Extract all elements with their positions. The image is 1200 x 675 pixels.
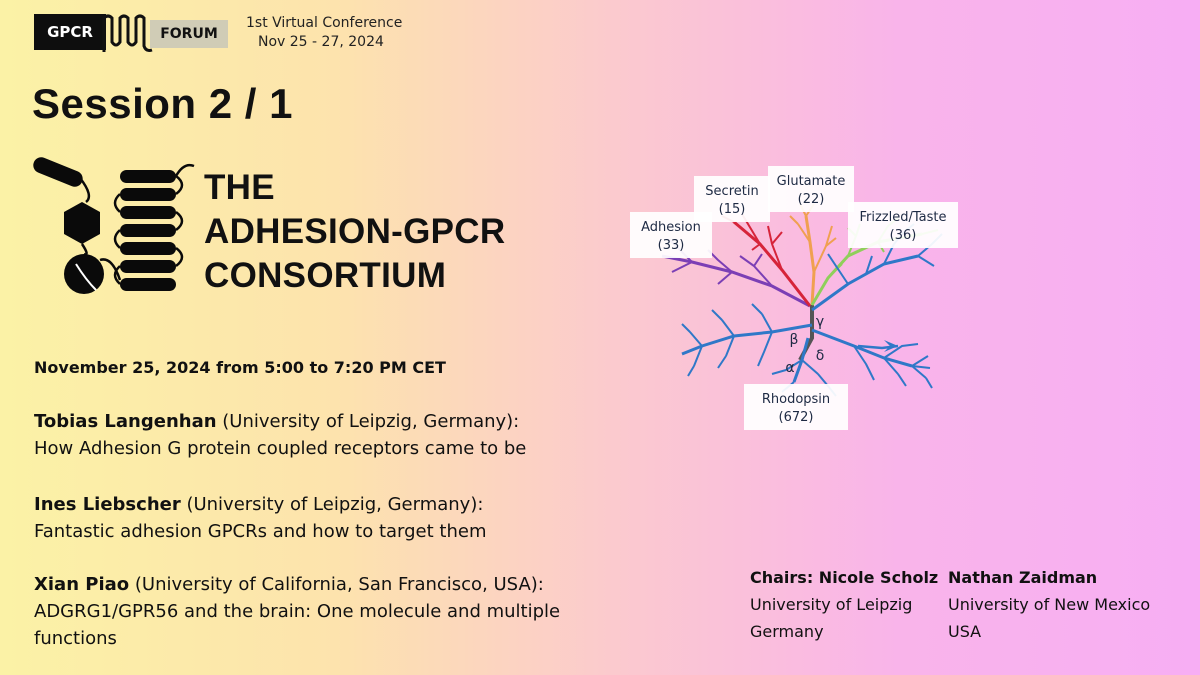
tree-greek-label: α <box>785 360 794 376</box>
conference-name: 1st Virtual Conference <box>246 15 403 31</box>
talk-title: Fantastic adhesion GPCRs and how to targ… <box>34 521 487 542</box>
talk-title: ADGRG1/GPR56 and the brain: One molecule… <box>34 601 561 649</box>
conference-dates: Nov 25 - 27, 2024 <box>258 34 384 50</box>
tree-greek-label: β <box>790 332 799 348</box>
svg-text:(36): (36) <box>890 228 917 243</box>
logo-left-text: GPCR <box>34 14 106 50</box>
logo-right-text: FORUM <box>150 20 228 48</box>
session-title: Session 2 / 1 <box>32 80 293 127</box>
tree-label-rhodopsin: Rhodopsin (672) <box>744 384 848 430</box>
speaker-affiliation: (University of California, San Francisco… <box>129 574 544 595</box>
secretin-branch <box>721 213 812 307</box>
speaker-affiliation: (University of Leipzig, Germany): <box>180 494 484 515</box>
chair-country: Germany <box>750 622 824 641</box>
gpcr-forum-logo: GPCR FORUM <box>34 12 230 52</box>
session-date: November 25, 2024 from 5:00 to 7:20 PM C… <box>34 358 446 377</box>
chair-block: Chairs: Nicole Scholz University of Leip… <box>750 564 938 645</box>
talk-title: How Adhesion G protein coupled receptors… <box>34 438 527 459</box>
speaker-name: Xian Piao <box>34 574 130 595</box>
svg-text:Frizzled/Taste: Frizzled/Taste <box>859 210 946 225</box>
tree-label-frizzled-taste: Frizzled/Taste (36) <box>848 202 958 248</box>
svg-text:(672): (672) <box>779 410 814 425</box>
adhesion-gpcr-icon <box>33 157 195 294</box>
consortium-line-2: ADHESION-GPCR <box>204 212 506 251</box>
svg-text:Glutamate: Glutamate <box>777 174 846 189</box>
chair-affiliation: University of New Mexico <box>948 595 1151 614</box>
chair-name: Chairs: Nicole Scholz <box>750 568 939 587</box>
conference-info: 1st Virtual Conference Nov 25 - 27, 2024 <box>246 14 402 52</box>
talk-item: Xian Piao (University of California, San… <box>34 571 594 652</box>
chair-affiliation: University of Leipzig <box>750 595 913 614</box>
talk-item: Ines Liebscher (University of Leipzig, G… <box>34 491 594 545</box>
svg-text:(22): (22) <box>798 192 825 207</box>
consortium-line-3: CONSORTIUM <box>204 256 447 295</box>
speaker-name: Ines Liebscher <box>34 494 181 515</box>
svg-text:Rhodopsin: Rhodopsin <box>762 392 830 407</box>
chair-name: Nathan Zaidman <box>948 568 1098 587</box>
talk-item: Tobias Langenhan (University of Leipzig,… <box>34 408 594 462</box>
chair-block: Nathan Zaidman University of New Mexico … <box>948 564 1150 645</box>
svg-text:Adhesion: Adhesion <box>641 220 701 235</box>
svg-text:(15): (15) <box>719 202 746 217</box>
tree-greek-label: δ <box>816 348 825 364</box>
receptor-wave-icon <box>102 14 153 52</box>
consortium-line-1: THE <box>204 168 275 207</box>
tree-label-glutamate: Glutamate (22) <box>768 166 854 212</box>
consortium-name: THE ADHESION-GPCR CONSORTIUM <box>204 166 505 298</box>
chair-country: USA <box>948 622 982 641</box>
rhodopsin-branch <box>681 223 943 397</box>
tree-trunk <box>798 305 814 361</box>
svg-text:Secretin: Secretin <box>705 184 758 199</box>
gpcr-phylogenetic-tree: β γ α δ Adhesion (33) Secretin (15) Glut… <box>630 166 958 430</box>
svg-text:(33): (33) <box>658 238 685 253</box>
speaker-affiliation: (University of Leipzig, Germany): <box>216 411 520 432</box>
tree-greek-label: γ <box>816 314 824 330</box>
tree-label-secretin: Secretin (15) <box>694 176 770 222</box>
speaker-name: Tobias Langenhan <box>34 411 217 432</box>
